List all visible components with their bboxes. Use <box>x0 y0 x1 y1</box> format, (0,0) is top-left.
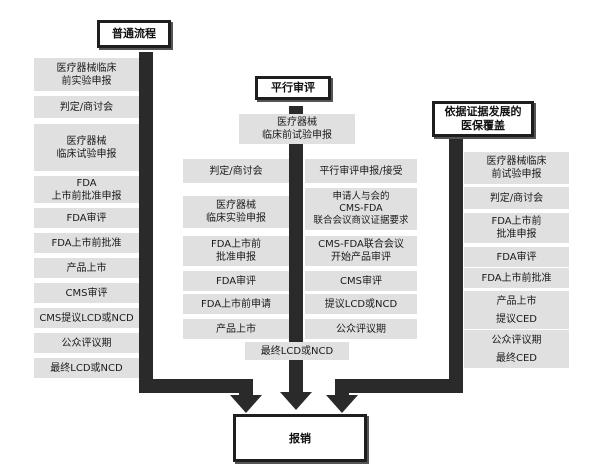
parallel-right-step: CMS-FDA联合会议 开始产品审评 <box>305 236 417 266</box>
parallel-right-step: 申请人与会的 CMS-FDA 联合会议商议证据要求 <box>305 188 417 230</box>
parallel-left-step: 产品上市 <box>183 319 289 339</box>
evidence-step: 医疗器械临床 前试验申报 <box>464 152 569 184</box>
evidence-arrowhead <box>326 395 358 413</box>
evidence-step: 提议CED <box>464 309 569 329</box>
standard-step: FDA上市前批准 <box>34 233 139 253</box>
evidence-flow-arrow <box>335 128 463 395</box>
parallel-review-header: 平行审评 <box>255 76 331 100</box>
standard-flow-arrow <box>139 52 253 395</box>
parallel-right-step: CMS审评 <box>305 271 417 291</box>
standard-step: 最终LCD或NCD <box>34 358 139 378</box>
parallel-right-step: 公众评议期 <box>305 319 417 339</box>
parallel-left-step: 医疗器械 临床实验申报 <box>183 196 289 228</box>
evidence-step: 产品上市 <box>464 291 569 311</box>
parallel-left-step: FDA审评 <box>183 271 289 291</box>
standard-step: FDA审评 <box>34 208 139 228</box>
standard-step: FDA 上市前批准申报 <box>34 176 139 203</box>
evidence-coverage-header: 依据证据发展的 医保覆盖 <box>432 101 534 137</box>
evidence-step: FDA上市前批准 <box>464 268 569 288</box>
parallel-left-step: 判定/商讨会 <box>183 159 289 183</box>
standard-arrowhead <box>230 395 262 413</box>
standard-step: CMS审评 <box>34 283 139 303</box>
evidence-step: FDA审评 <box>464 247 569 267</box>
standard-step: 产品上市 <box>34 258 139 278</box>
evidence-step: FDA上市前 批准申报 <box>464 213 569 243</box>
parallel-right-step: 提议LCD或NCD <box>305 294 417 314</box>
parallel-left-step: FDA上市前申请 <box>183 294 289 314</box>
standard-process-header: 普通流程 <box>97 20 171 48</box>
standard-step: 医疗器械 临床试验申报 <box>34 124 139 171</box>
parallel-step-bottom: 最终LCD或NCD <box>245 342 349 360</box>
reimbursement-box: 报销 <box>233 414 367 462</box>
evidence-step: 判定/商讨会 <box>464 187 569 209</box>
parallel-right-step: 平行审评申报/接受 <box>305 159 417 183</box>
parallel-left-step: FDA上市前 批准申报 <box>183 236 289 266</box>
evidence-step: 公众评议期 <box>464 330 569 350</box>
standard-step: 医疗器械临床 前实验申报 <box>34 58 139 91</box>
evidence-step: 最终CED <box>464 348 569 368</box>
parallel-arrowhead <box>280 392 312 410</box>
standard-step: 公众评议期 <box>34 333 139 353</box>
standard-step: 判定/商讨会 <box>34 96 139 118</box>
standard-step: CMS提议LCD或NCD <box>34 308 139 328</box>
parallel-step-top: 医疗器械 临床前试验申报 <box>239 114 355 144</box>
